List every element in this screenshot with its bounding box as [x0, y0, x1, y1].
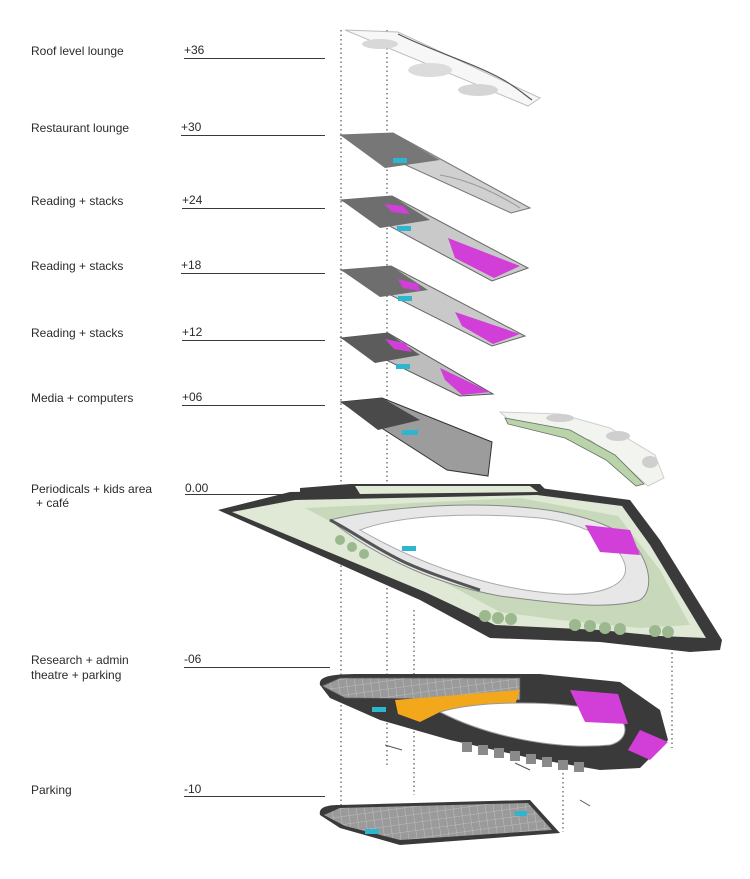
elevation-roof: +36	[184, 43, 205, 57]
leader-line-reading-12	[182, 340, 325, 341]
level-label-roof: Roof level lounge	[31, 44, 124, 58]
leader-line-restaurant	[181, 135, 325, 136]
slab-reading-24	[339, 195, 530, 282]
slab-reading-18	[339, 265, 527, 347]
level-label-research-line2: theatre + parking	[31, 668, 122, 682]
leader-line-reading-18	[181, 273, 325, 274]
level-label-reading-12: Reading + stacks	[31, 326, 124, 340]
level-label-parking: Parking	[31, 783, 72, 797]
elevation-research: -06	[184, 652, 202, 666]
level-label-restaurant: Restaurant lounge	[31, 121, 130, 135]
elevation-parking: -10	[184, 782, 202, 796]
slab-research	[319, 674, 668, 807]
slab-roof	[344, 29, 542, 107]
elevation-media: +06	[182, 390, 203, 404]
level-label-reading-18: Reading + stacks	[31, 259, 124, 273]
leader-line-research	[184, 667, 330, 668]
elevation-restaurant: +30	[181, 120, 202, 134]
elevation-reading-18: +18	[181, 258, 202, 272]
slab-restaurant	[339, 132, 532, 214]
slab-park-roof	[498, 411, 665, 487]
leader-line-ground	[185, 494, 305, 495]
leader-line-roof	[184, 58, 325, 59]
level-label-research-line1: Research + admin	[31, 653, 129, 667]
slab-ground	[218, 484, 722, 652]
level-label-reading-24: Reading + stacks	[31, 194, 124, 208]
elevation-reading-12: +12	[182, 325, 203, 339]
level-label-ground-line1: Periodicals + kids area	[31, 482, 153, 496]
level-label-media: Media + computers	[31, 391, 134, 405]
slab-reading-12	[339, 332, 495, 397]
leader-line-reading-24	[182, 208, 325, 209]
slab-media	[339, 397, 493, 477]
leader-line-parking	[184, 796, 325, 797]
elevation-ground: 0.00	[185, 481, 209, 495]
slab-parking	[319, 800, 560, 845]
leader-line-media	[182, 405, 325, 406]
level-label-ground-line2: + café	[36, 496, 70, 510]
elevation-reading-24: +24	[182, 193, 203, 207]
